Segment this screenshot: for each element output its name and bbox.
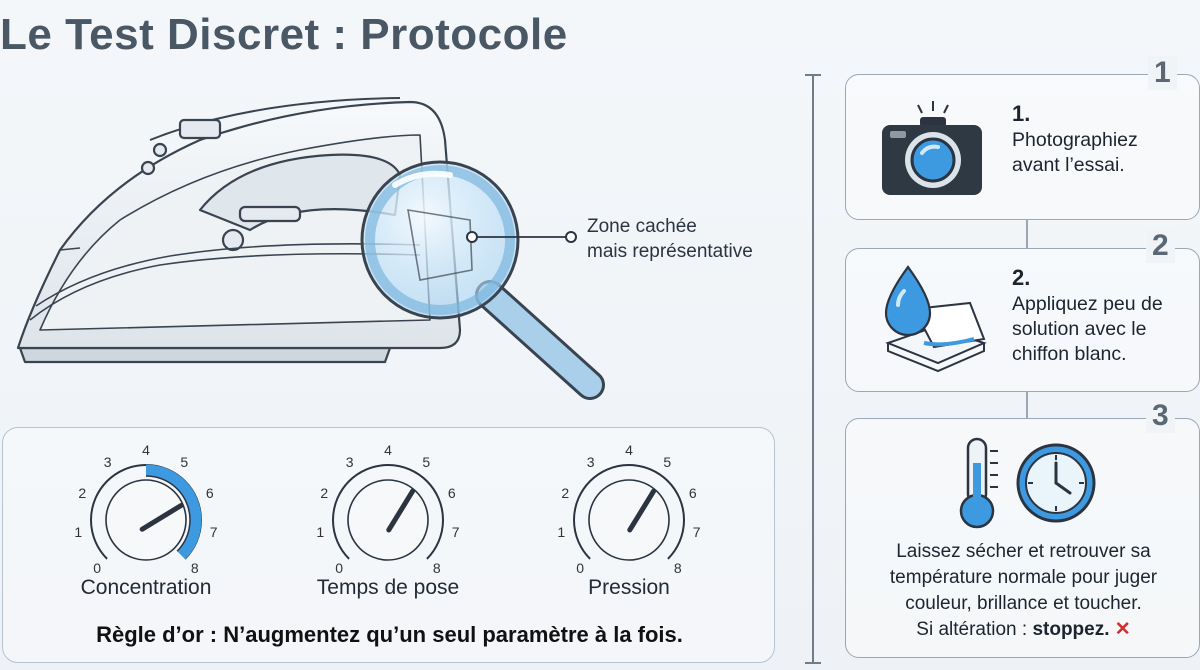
step-3-warning: Si altération : stoppez. ✕ — [846, 617, 1200, 643]
dial-scale-label: 0 — [93, 559, 102, 576]
step-3-stop: stoppez. — [1032, 619, 1110, 640]
dial-scale-label: 7 — [451, 524, 460, 541]
step-connector — [1026, 220, 1028, 248]
step-1-line-2: avant l’essai. — [1012, 154, 1125, 176]
step-card-3: Laissez sécher et retrouver sa températu… — [845, 418, 1200, 658]
step-marker-3: 3 — [1146, 399, 1175, 433]
dial-scale-label: 7 — [692, 524, 701, 541]
step-card-2: 2. Appliquez peu de solution avec le chi… — [845, 248, 1200, 392]
dial-graphic — [573, 464, 685, 561]
dial-scale-label: 8 — [190, 559, 199, 576]
dial-scale-label: 2 — [78, 484, 87, 501]
magnifier-icon — [360, 160, 605, 400]
timeline-tick — [805, 662, 821, 664]
dial-graphic — [332, 464, 444, 561]
dial-graphic — [90, 464, 202, 561]
thermometer-icon — [959, 437, 998, 529]
step-connector — [1026, 392, 1028, 418]
timeline-line — [812, 74, 814, 664]
dial-scale-label: 3 — [586, 453, 595, 470]
callout-label: Zone cachée mais représentative — [587, 214, 753, 264]
dial-scale-label: 0 — [576, 559, 585, 576]
iron-illustration — [16, 97, 605, 400]
dial-label: Pression — [588, 576, 670, 599]
step-2-line-3: chiffon blanc. — [1012, 343, 1127, 365]
dial-label: Temps de pose — [316, 576, 460, 599]
step-1-line-1: Photographiez — [1012, 129, 1138, 151]
step-1-text: 1. Photographiez avant l’essai. — [1012, 101, 1138, 178]
dial-face — [105, 479, 187, 561]
callout-line-1: Zone cachée — [587, 216, 697, 237]
dial-needle — [386, 488, 416, 533]
dial-scale-label: 6 — [688, 484, 697, 501]
dial-face — [347, 479, 429, 561]
step-2-number: 2. — [1012, 265, 1031, 290]
callout-line-2: mais représentative — [587, 241, 753, 262]
dial-scale-label: 3 — [103, 453, 112, 470]
step-2-line-1: Appliquez peu de — [1012, 293, 1163, 315]
dial-face — [588, 479, 670, 561]
dial-label: Concentration — [80, 576, 212, 599]
dial-needle — [139, 502, 184, 532]
step-card-1: 1. Photographiez avant l’essai. — [845, 74, 1200, 220]
x-mark-icon: ✕ — [1114, 619, 1131, 640]
callout-end-dot — [565, 231, 577, 243]
dial-scale-label: 8 — [673, 559, 682, 576]
step-3-text: Laissez sécher et retrouver sa températu… — [846, 539, 1200, 643]
dial-scale-label: 7 — [209, 524, 218, 541]
step-3-line-1: Laissez sécher et retrouver sa — [896, 541, 1151, 562]
dial-scale-label: 5 — [180, 453, 189, 470]
dial-scale-label: 3 — [345, 453, 354, 470]
dial-scale-label: 4 — [384, 442, 392, 458]
dial-scale-label: 5 — [663, 453, 672, 470]
step-3-line-2: température normale pour juger — [889, 567, 1158, 588]
step-marker-1: 1 — [1148, 56, 1177, 90]
dial-outer-ring — [332, 464, 444, 560]
clock-icon — [1016, 443, 1096, 523]
golden-rule: Règle d’or : N’augmentez qu’un seul para… — [96, 622, 683, 647]
dial-scale-label: 8 — [432, 559, 441, 576]
dial-scale-label: 4 — [625, 442, 633, 458]
dial-scale-label: 4 — [142, 442, 150, 458]
timeline-tick — [805, 74, 821, 76]
dial-outer-ring — [573, 464, 685, 560]
dial-scale-label: 2 — [561, 484, 570, 501]
dial-scale-label: 6 — [205, 484, 214, 501]
step-1-number: 1. — [1012, 101, 1031, 126]
callout-target-dot — [466, 231, 478, 243]
iron-icon — [16, 97, 462, 364]
dial-scale-label: 5 — [422, 453, 431, 470]
dial-scale-label: 6 — [447, 484, 456, 501]
dial-scale-label: 0 — [335, 559, 344, 576]
dial-scale-label: 1 — [74, 524, 83, 541]
step-2-line-2: solution avec le — [1012, 318, 1147, 340]
dial-needle — [627, 488, 657, 533]
dial-highlight-edge — [145, 475, 191, 552]
step-2-text: 2. Appliquez peu de solution avec le chi… — [1012, 265, 1163, 367]
water-drop-cloth-icon — [884, 265, 987, 373]
dial-scale-label: 1 — [316, 524, 325, 541]
page-title: Le Test Discret : Protocole — [0, 10, 568, 59]
step-3-line-3: couleur, brillance et toucher. — [905, 593, 1142, 614]
dial-scale-label: 1 — [557, 524, 566, 541]
step-3-warning-prefix: Si altération : — [916, 619, 1033, 640]
camera-icon — [882, 101, 982, 195]
dial-highlight-arc — [145, 464, 202, 560]
step-marker-2: 2 — [1146, 229, 1175, 263]
dial-scale-label: 2 — [320, 484, 329, 501]
